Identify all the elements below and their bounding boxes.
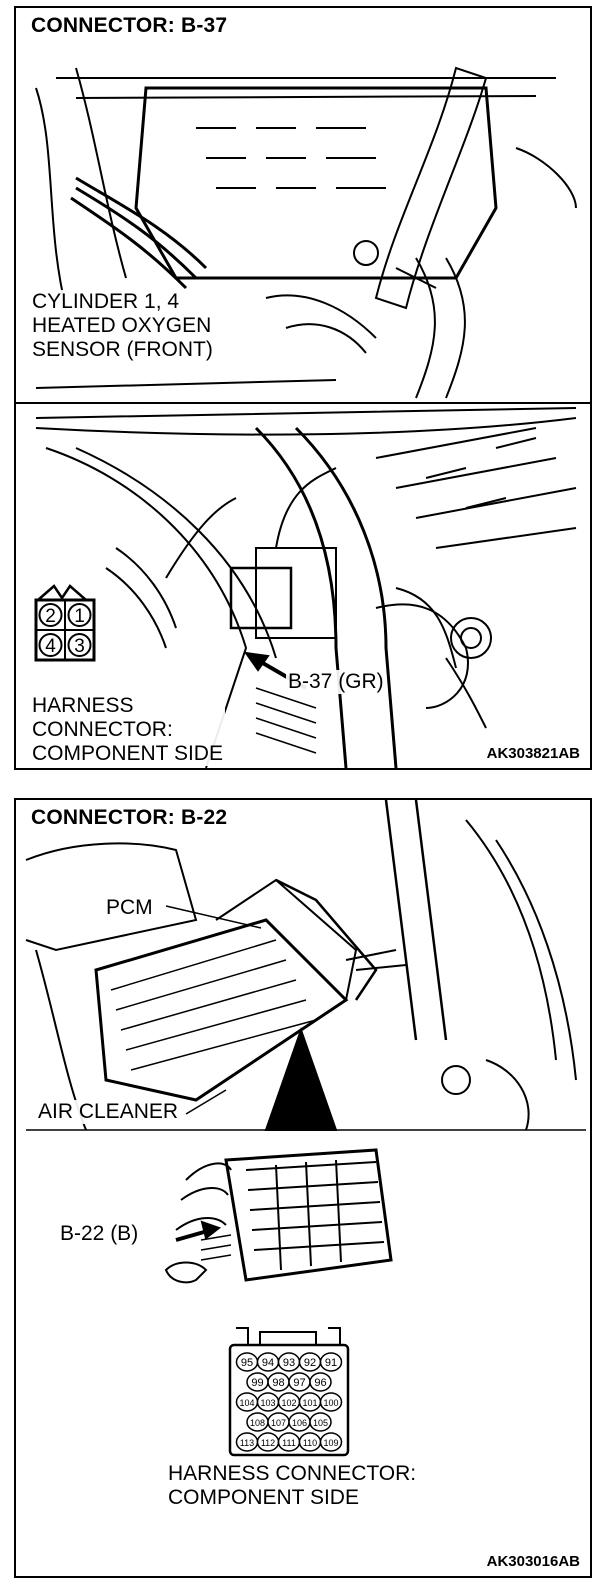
pin-grid: 95 94 93 92 91 99 98 97 96 104 103 102 101 100 108 107 1… xyxy=(235,1352,343,1452)
engine-illustration-b22: 95 94 93 92 91 99 98 97 96 104 103 102 101 100 108 107 1… xyxy=(25,800,586,1457)
pin-94: 94 xyxy=(262,1357,274,1369)
pin-107: 107 xyxy=(271,1418,286,1428)
connector-b37-panel: 2 1 4 3 CONNECTOR: B-37 CYLINDER 1, 4 HE… xyxy=(14,6,592,770)
panel-title: CONNECTOR: B-37 xyxy=(28,14,231,38)
harness-label: HARNESS CONNECTOR: COMPONENT SIDE xyxy=(30,694,225,766)
pin-104: 104 xyxy=(239,1398,254,1408)
pin-112: 112 xyxy=(261,1438,275,1448)
pin-101: 101 xyxy=(302,1398,317,1408)
pin-108: 108 xyxy=(250,1418,265,1428)
pin-96-outline xyxy=(309,1372,332,1392)
pin-2: 2 xyxy=(45,606,56,627)
pin-106: 106 xyxy=(292,1418,307,1428)
sensor-label: CYLINDER 1, 4 HEATED OXYGEN SENSOR (FRON… xyxy=(30,290,215,362)
connector-b22-panel: 95 94 93 92 91 99 98 97 96 104 103 102 101 100 108 107 1… xyxy=(14,798,592,1578)
pin-91: 91 xyxy=(325,1357,337,1369)
pin-105: 105 xyxy=(313,1418,328,1428)
connector-b37-label: B-37 (GR) xyxy=(286,670,386,694)
pin-109-outline xyxy=(319,1432,343,1452)
pin-1: 1 xyxy=(74,606,85,627)
engine-illustration-b37: 2 1 4 3 xyxy=(16,66,590,768)
pin-110: 110 xyxy=(303,1438,317,1448)
pin-109: 109 xyxy=(323,1438,338,1448)
pin-100: 100 xyxy=(323,1398,338,1408)
pin-97: 97 xyxy=(293,1377,305,1389)
pin-105-outline xyxy=(309,1412,332,1432)
harness-label: HARNESS CONNECTOR: COMPONENT SIDE xyxy=(166,1462,419,1510)
figure-code: AK303821AB xyxy=(486,745,580,762)
pin-3: 3 xyxy=(74,636,85,657)
pin-92: 92 xyxy=(304,1357,316,1369)
pin-95: 95 xyxy=(241,1357,253,1369)
figure-code: AK303016AB xyxy=(486,1553,580,1570)
connector-b22-label: B-22 (B) xyxy=(58,1222,141,1246)
pin-99: 99 xyxy=(251,1377,263,1389)
pin-98: 98 xyxy=(272,1377,284,1389)
air-cleaner-label: AIR CLEANER xyxy=(36,1100,181,1124)
pin-93: 93 xyxy=(283,1357,295,1369)
pin-96: 96 xyxy=(314,1377,326,1389)
pin-91-outline xyxy=(319,1352,343,1372)
pin-103: 103 xyxy=(260,1398,275,1408)
pin-111: 111 xyxy=(282,1438,296,1448)
pin-100-outline xyxy=(319,1392,343,1412)
panel-title: CONNECTOR: B-22 xyxy=(28,806,231,830)
pin-102: 102 xyxy=(281,1398,296,1408)
pcm-label: PCM xyxy=(104,896,155,920)
pin-4: 4 xyxy=(45,636,56,657)
pin-113: 113 xyxy=(240,1438,254,1448)
